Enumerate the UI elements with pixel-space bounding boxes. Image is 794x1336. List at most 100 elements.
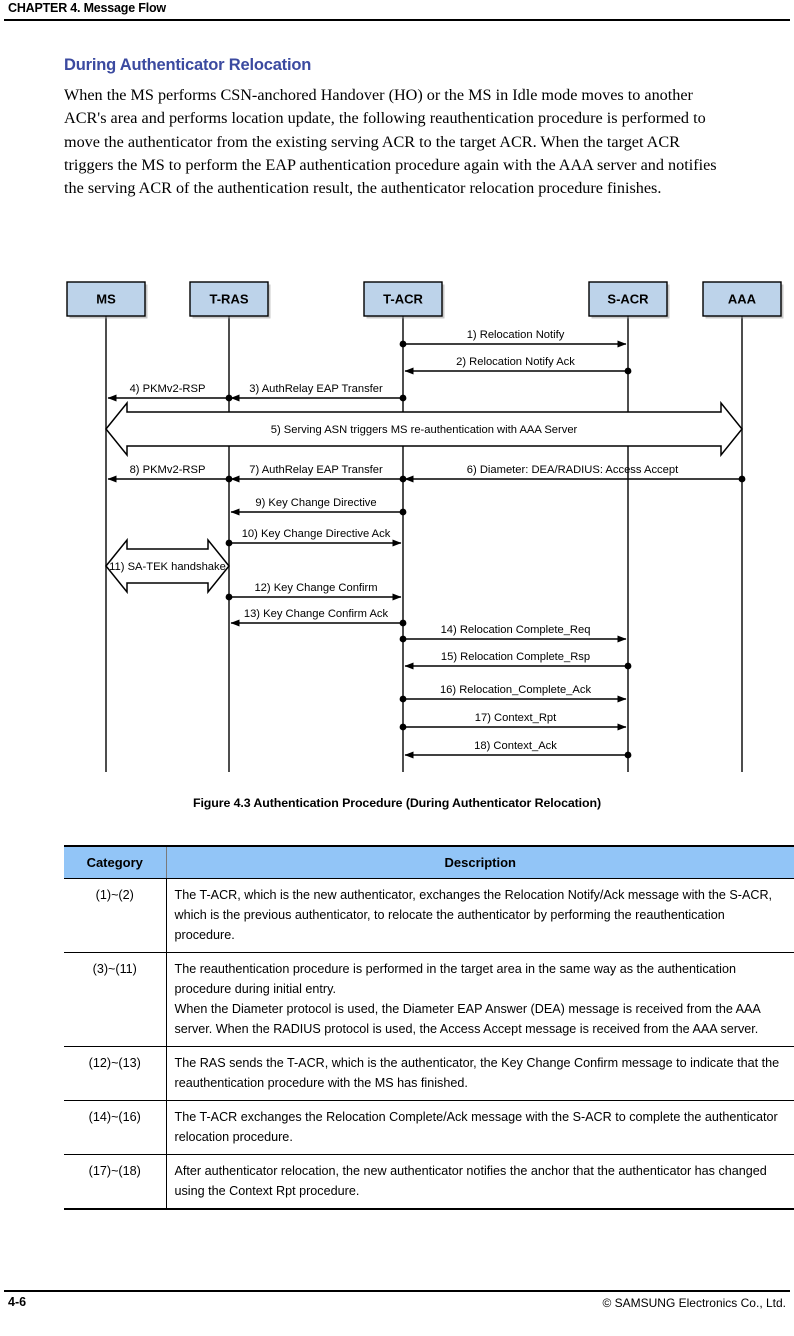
description-line: The T-ACR exchanges the Relocation Compl… xyxy=(174,1110,778,1144)
description-table: Category Description (1)~(2)The T-ACR, w… xyxy=(64,845,794,1210)
chapter-header-title: CHAPTER 4. Message Flow xyxy=(8,1,166,15)
node-label-sacr: S-ACR xyxy=(607,292,649,307)
description-line: The T-ACR, which is the new authenticato… xyxy=(174,888,773,942)
message-origin-dot-9 xyxy=(399,508,407,516)
table-row: (14)~(16)The T-ACR exchanges the Relocat… xyxy=(64,1100,794,1155)
node-label-aaa: AAA xyxy=(728,292,757,307)
message-5: 5) Serving ASN triggers MS re-authentica… xyxy=(105,400,743,458)
message-label-15: 15) Relocation Complete_Rsp xyxy=(441,651,590,663)
description-line: The reauthentication procedure is perfor… xyxy=(174,962,736,996)
table-row: (17)~(18)After authenticator relocation,… xyxy=(64,1154,794,1210)
message-label-11: 11) SA-TEK handshake xyxy=(109,561,226,573)
sequence-diagram: 1) Relocation Notify 2) Relocation Notify… xyxy=(0,272,794,782)
cell-category: (12)~(13) xyxy=(64,1046,167,1101)
footer-divider xyxy=(4,1290,790,1292)
content-area: During Authenticator Relocation When the… xyxy=(64,56,730,200)
message-origin-dot-17 xyxy=(399,723,407,731)
node-box-sacr: S-ACR xyxy=(588,281,670,319)
node-box-tacr: T-ACR xyxy=(363,281,445,319)
message-label-1: 1) Relocation Notify xyxy=(467,329,565,341)
node-label-tacr: T-ACR xyxy=(383,292,423,307)
message-origin-dot-4 xyxy=(225,394,233,402)
table-row: (3)~(11)The reauthentication procedure i… xyxy=(64,952,794,1047)
message-origin-dot-8 xyxy=(225,475,233,483)
node-box-rect xyxy=(588,281,668,317)
banner-arrow-shape xyxy=(105,537,230,595)
column-header-category: Category xyxy=(64,845,167,879)
cell-category: (1)~(2) xyxy=(64,878,167,953)
message-9: 9) Key Change Directive xyxy=(230,497,407,516)
node-box-rect xyxy=(189,281,269,317)
cell-category: (14)~(16) xyxy=(64,1100,167,1155)
message-label-17: 17) Context_Rpt xyxy=(475,712,557,724)
cell-description: The T-ACR, which is the new authenticato… xyxy=(166,878,794,953)
message-origin-dot-2 xyxy=(624,367,632,375)
cell-description: The reauthentication procedure is perfor… xyxy=(166,952,794,1047)
table-row: (12)~(13)The RAS sends the T-ACR, which … xyxy=(64,1046,794,1101)
figure-caption: Figure 4.3 Authentication Procedure (Dur… xyxy=(193,796,601,810)
message-label-3: 3) AuthRelay EAP Transfer xyxy=(249,383,383,395)
message-2: 2) Relocation Notify Ack xyxy=(404,356,632,375)
node-boxes-layer: MS T-RAS T-ACR S-ACR AAA xyxy=(66,281,784,319)
message-13: 13) Key Change Confirm Ack xyxy=(230,608,407,627)
page-number: 4-6 xyxy=(8,1295,27,1309)
message-origin-dot-10 xyxy=(225,539,233,547)
cell-description: The T-ACR exchanges the Relocation Compl… xyxy=(166,1100,794,1155)
cell-description: The RAS sends the T-ACR, which is the au… xyxy=(166,1046,794,1101)
message-origin-dot-14 xyxy=(399,635,407,643)
message-origin-dot-7 xyxy=(399,475,407,483)
message-16: 16) Relocation_Complete_Ack xyxy=(399,684,627,703)
message-label-13: 13) Key Change Confirm Ack xyxy=(244,608,389,620)
message-label-8: 8) PKMv2-RSP xyxy=(130,464,206,476)
node-box-rect xyxy=(702,281,782,317)
node-label-ms: MS xyxy=(96,292,116,307)
header-divider xyxy=(4,19,790,21)
message-label-2: 2) Relocation Notify Ack xyxy=(456,356,575,368)
sequence-diagram-canvas: 1) Relocation Notify 2) Relocation Notify… xyxy=(66,281,784,772)
table-body: (1)~(2)The T-ACR, which is the new authe… xyxy=(64,878,794,1210)
copyright-notice: © SAMSUNG Electronics Co., Ltd. xyxy=(602,1296,786,1310)
description-line: After authenticator relocation, the new … xyxy=(174,1164,767,1198)
lifelines-layer xyxy=(105,316,743,772)
cell-category: (3)~(11) xyxy=(64,952,167,1047)
message-label-4: 4) PKMv2-RSP xyxy=(130,383,206,395)
message-1: 1) Relocation Notify xyxy=(399,329,627,348)
message-8: 8) PKMv2-RSP xyxy=(107,464,233,483)
table-row: (1)~(2)The T-ACR, which is the new authe… xyxy=(64,878,794,953)
node-box-rect xyxy=(66,281,146,317)
message-label-10: 10) Key Change Directive Ack xyxy=(242,528,391,540)
message-label-9: 9) Key Change Directive xyxy=(255,497,376,509)
message-4: 4) PKMv2-RSP xyxy=(107,383,233,402)
banner-arrow-shape xyxy=(105,400,743,458)
messages-layer: 1) Relocation Notify 2) Relocation Notify… xyxy=(105,329,746,759)
table-head: Category Description xyxy=(64,845,794,879)
message-origin-dot-6 xyxy=(738,475,746,483)
message-6: 6) Diameter: DEA/RADIUS: Access Accept xyxy=(404,464,746,483)
message-15: 15) Relocation Complete_Rsp xyxy=(404,651,632,670)
description-line: When the Diameter protocol is used, the … xyxy=(174,1002,761,1036)
column-header-description: Description xyxy=(165,845,794,879)
message-origin-dot-13 xyxy=(399,619,407,627)
message-origin-dot-12 xyxy=(225,593,233,601)
message-17: 17) Context_Rpt xyxy=(399,712,627,731)
message-10: 10) Key Change Directive Ack xyxy=(225,528,402,547)
message-label-5: 5) Serving ASN triggers MS re-authentica… xyxy=(271,424,578,436)
message-11: 11) SA-TEK handshake xyxy=(105,537,230,595)
table-header-row: Category Description xyxy=(64,845,794,879)
intro-paragraph: When the MS performs CSN-anchored Handov… xyxy=(64,86,717,198)
message-label-12: 12) Key Change Confirm xyxy=(254,582,377,594)
node-label-tras: T-RAS xyxy=(210,292,249,307)
message-label-18: 18) Context_Ack xyxy=(474,740,557,752)
description-line: The RAS sends the T-ACR, which is the au… xyxy=(174,1056,780,1090)
message-label-6: 6) Diameter: DEA/RADIUS: Access Accept xyxy=(467,464,679,476)
page-header: CHAPTER 4. Message Flow xyxy=(0,0,794,22)
node-box-ms: MS xyxy=(66,281,148,319)
message-label-16: 16) Relocation_Complete_Ack xyxy=(440,684,592,696)
message-origin-dot-18 xyxy=(624,751,632,759)
message-origin-dot-3 xyxy=(399,394,407,402)
message-origin-dot-16 xyxy=(399,695,407,703)
message-3: 3) AuthRelay EAP Transfer xyxy=(230,383,407,402)
message-7: 7) AuthRelay EAP Transfer xyxy=(230,464,407,483)
node-box-tras: T-RAS xyxy=(189,281,271,319)
message-14: 14) Relocation Complete_Req xyxy=(399,624,627,643)
